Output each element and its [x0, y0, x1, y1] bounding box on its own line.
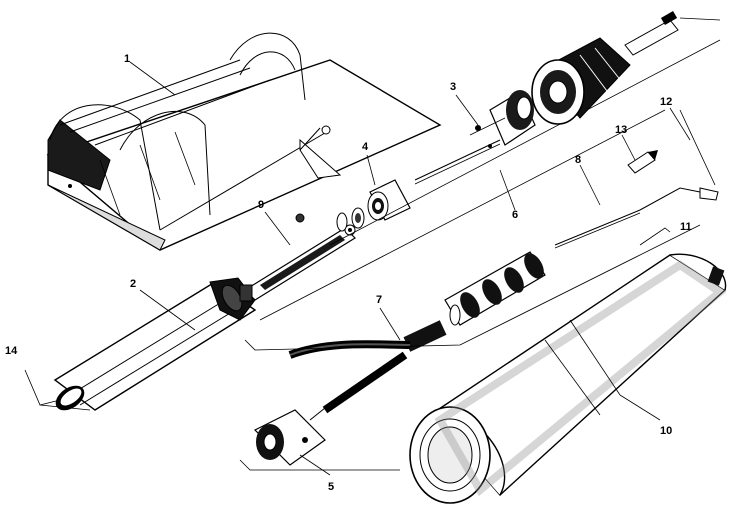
callout-numbers: 1 2 3 4 5 6 7 8 9 10 11 12 13 14 [5, 53, 692, 493]
callout-14: 14 [5, 345, 18, 357]
callout-10: 10 [660, 425, 672, 437]
part-5-plug [253, 407, 326, 466]
part-4-bearing [336, 179, 411, 232]
callout-13: 13 [615, 124, 627, 136]
callout-6: 6 [512, 209, 518, 221]
part-8-probe-rod [554, 209, 641, 249]
callout-5: 5 [328, 481, 334, 493]
part-11-leader [639, 227, 671, 246]
part-1-grill-frame [46, 32, 442, 251]
part-14-leader [24, 369, 91, 411]
part-9-spit-bracket [239, 213, 356, 302]
callout-7: 7 [376, 294, 382, 306]
callout-4: 4 [362, 141, 369, 153]
callout-8: 8 [575, 154, 581, 166]
part-6-shaft [259, 39, 721, 321]
part-13-fitting [627, 150, 658, 174]
motor-hub [531, 11, 721, 125]
callout-9: 9 [258, 199, 264, 211]
callout-1: 1 [124, 53, 130, 65]
part-12-bent-tube [639, 109, 719, 211]
part-2-handle-tube [53, 277, 257, 411]
part-10-cylinder [409, 253, 727, 504]
leader-lines [129, 61, 691, 476]
callout-12: 12 [660, 96, 672, 108]
part-3-coupling [469, 90, 536, 148]
callout-2: 2 [130, 278, 136, 290]
callout-11: 11 [680, 221, 692, 233]
lower-frame-lines [239, 224, 701, 471]
part-7-heating-core [288, 251, 546, 414]
callout-3: 3 [450, 81, 456, 93]
